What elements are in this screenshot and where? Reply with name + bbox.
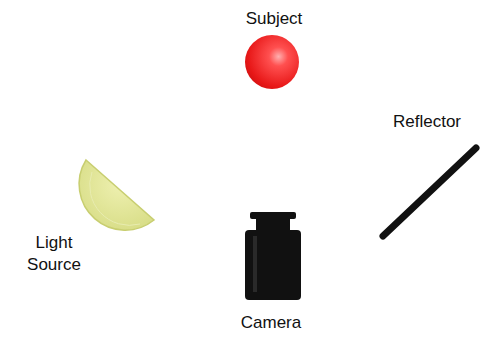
reflector-panel <box>383 148 476 236</box>
subject-label: Subject <box>226 8 322 30</box>
camera-label: Camera <box>215 312 327 334</box>
light-source <box>79 160 154 230</box>
camera-icon <box>245 212 301 300</box>
light-source-sheen <box>90 172 140 225</box>
subject-ball <box>245 35 299 89</box>
reflector-label: Reflector <box>393 111 497 133</box>
light-source-label: Light Source <box>8 232 100 276</box>
